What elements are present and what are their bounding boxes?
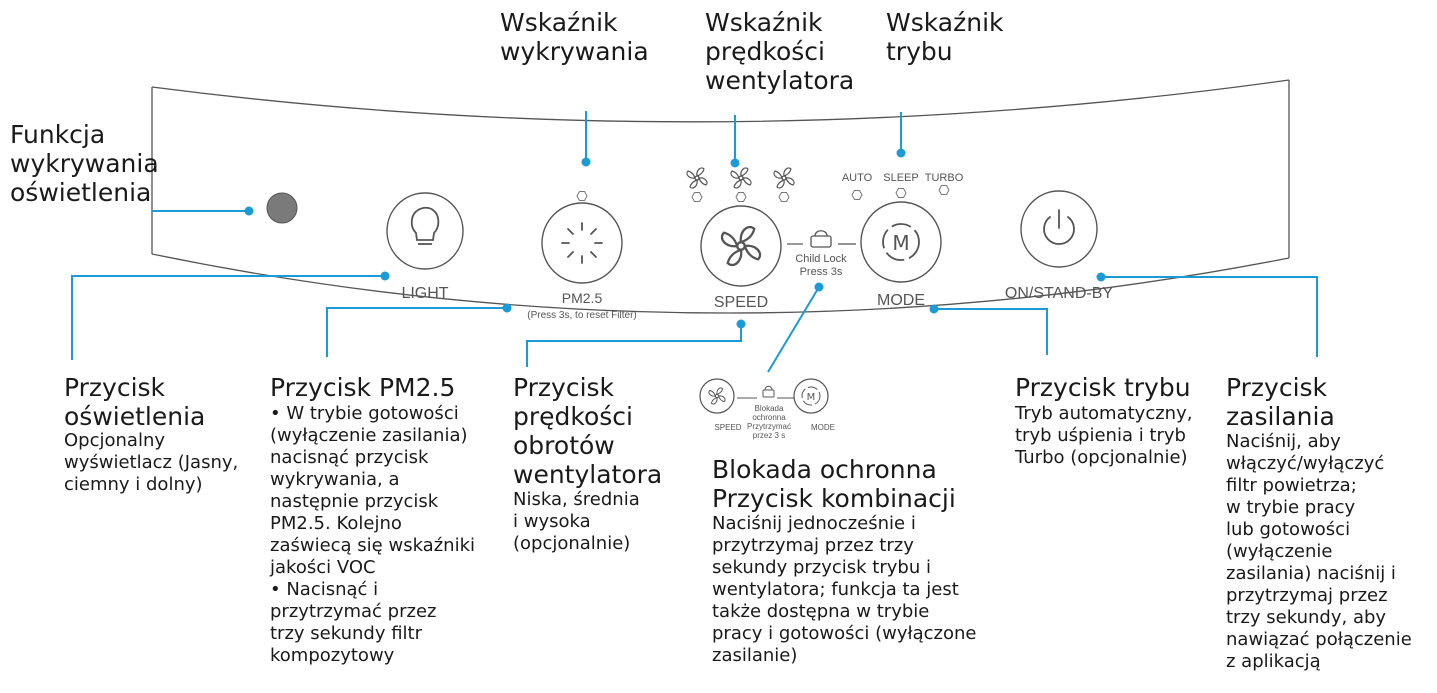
inset-speed-button (699, 378, 735, 414)
light-button-desc: Opcjonalny wyświetlacz (Jasny, ciemny i … (64, 430, 239, 495)
pm-indicator-dot (576, 191, 588, 201)
fan-mid-dot (735, 192, 747, 202)
leader-lines (71, 111, 1318, 373)
mode-label: MODE (877, 292, 925, 309)
inset-lock-line-1: Blokada (755, 404, 784, 413)
light-sensor (266, 192, 298, 224)
power-button[interactable] (1020, 190, 1098, 268)
panel-bottom-edge (151, 253, 1290, 314)
child-lock-label: Child Lock (795, 253, 847, 265)
power-button-desc: Naciśnij, aby włączyć/wyłączyć filtr pow… (1226, 431, 1412, 672)
leader-dots (244, 148, 1106, 329)
inset-lock-line-2: ochronna (752, 413, 786, 422)
mode-turbo-label: TURBO (925, 172, 964, 184)
child-lock-title: Blokada ochronna Przycisk kombinacji (712, 455, 956, 513)
mode-auto-dot (851, 190, 863, 200)
child-lock-inset: SPEED Blokada ochronna Przytrzymać przez… (699, 378, 835, 440)
light-button-title: Przycisk oświetlenia (64, 373, 206, 431)
light-label: LIGHT (401, 285, 448, 302)
fan-high-icon (773, 167, 795, 189)
mode-button-title: Przycisk trybu (1015, 373, 1191, 402)
detect-indicator-callout: Wskaźnik wykrywania (500, 8, 649, 66)
pm25-sublabel: (Press 3s, to reset Filter) (527, 310, 636, 321)
mode-button[interactable]: M (860, 201, 942, 283)
inset-mode-letter: M (807, 392, 816, 403)
mode-auto-label: AUTO (842, 172, 873, 184)
mode-sleep-label: SLEEP (883, 172, 918, 184)
fan-speed-indicator-callout: Wskaźnik prędkości wentylatora (705, 8, 855, 95)
inset-speed-label: SPEED (714, 423, 741, 432)
mode-button-desc: Tryb automatyczny, tryb uśpienia i tryb … (1015, 403, 1193, 468)
inset-mode-button (793, 378, 829, 414)
light-button[interactable] (386, 192, 464, 270)
mode-icon (882, 223, 920, 261)
mode-icon-letter: M (892, 231, 909, 255)
child-lock-press-label: Press 3s (800, 266, 843, 278)
inset-lock-line-4: przez 3 s (753, 431, 785, 440)
lock-icon (810, 230, 832, 248)
panel-top-edge (151, 79, 1290, 123)
speed-button-desc: Niska, średnia i wysoka (opcjonalnie) (513, 489, 640, 554)
mode-indicator-callout: Wskaźnik trybu (886, 8, 1004, 66)
fan-low-icon (686, 167, 708, 189)
mode-turbo-dot (938, 185, 950, 195)
power-button-title: Przycisk zasilania (1226, 373, 1335, 431)
power-icon (1043, 209, 1075, 245)
speed-button-title: Przycisk prędkości obrotów wentylatora (513, 373, 663, 489)
mode-sleep-dot (895, 188, 907, 198)
speed-button[interactable] (700, 205, 782, 287)
inset-lock-line-3: Przytrzymać (747, 422, 791, 431)
inset-lock-icon (762, 385, 775, 398)
child-lock-desc: Naciśnij jednocześnie i przytrzymaj prze… (712, 513, 977, 666)
sun-icon (561, 222, 603, 264)
fan-high-dot (778, 192, 790, 202)
fan-mid-icon (730, 167, 752, 189)
inset-mode-label: MODE (811, 423, 835, 432)
pm25-button[interactable] (541, 202, 623, 284)
bulb-icon (410, 206, 440, 245)
speed-label: SPEED (714, 294, 768, 311)
light-sensor-callout: Funkcja wykrywania oświetlenia (10, 120, 159, 207)
power-label: ON/STAND-BY (1005, 285, 1113, 302)
fan-low-dot (691, 192, 703, 202)
pm25-label: PM2.5 (562, 290, 603, 306)
pm25-button-desc: • W trybie gotowości (wyłączenie zasilan… (270, 403, 475, 666)
pm25-button-title: Przycisk PM2.5 (270, 373, 456, 402)
